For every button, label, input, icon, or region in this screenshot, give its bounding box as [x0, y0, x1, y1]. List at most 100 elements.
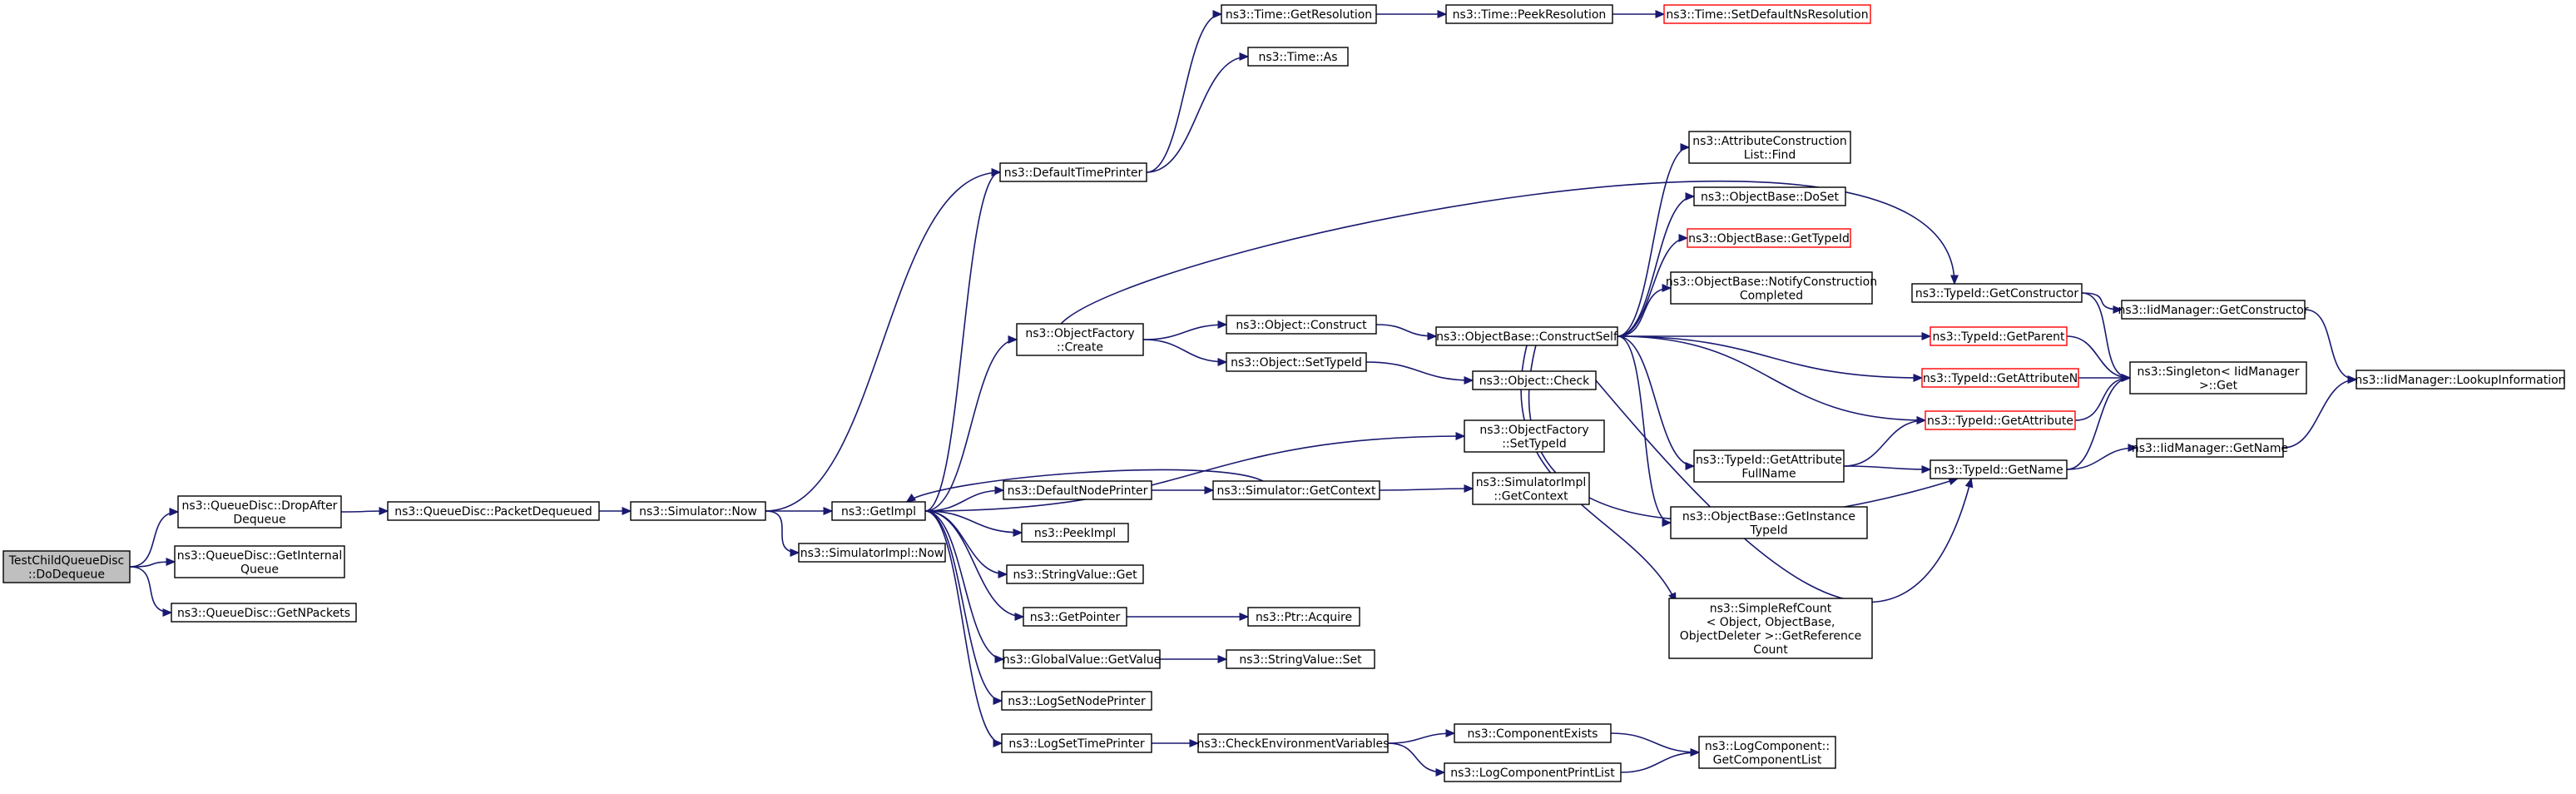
node-logsettimeprinter[interactable]: ns3::LogSetTimePrinter — [1001, 733, 1152, 753]
node-singletonget[interactable]: ns3::Singleton< IidManager>::Get — [2129, 361, 2307, 395]
node-ptracquire[interactable]: ns3::Ptr::Acquire — [1247, 607, 1360, 627]
node-logsetnodeprinter[interactable]: ns3::LogSetNodePrinter — [1001, 691, 1152, 711]
node-getpointer[interactable]: ns3::GetPointer — [1023, 607, 1127, 627]
node-getimpl[interactable]: ns3::GetImpl — [831, 501, 926, 521]
node-defaultnodeprinter[interactable]: ns3::DefaultNodePrinter — [1003, 480, 1152, 500]
arrowhead-simgetcontext-to-simimplgetcontext — [1464, 484, 1474, 493]
node-label: ns3::Time::As — [1258, 51, 1337, 64]
call-edge-simnow-to-defaulttimeprinter — [765, 171, 1001, 512]
node-stringvalueset[interactable]: ns3::StringValue::Set — [1226, 649, 1375, 669]
node-timeas[interactable]: ns3::Time::As — [1247, 47, 1349, 67]
node-globalvaluegetvalue[interactable]: ns3::GlobalValue::GetValue — [1003, 649, 1161, 669]
node-simgetcontext[interactable]: ns3::Simulator::GetContext — [1212, 480, 1380, 500]
call-edge-getimpl-to-defaultnodeprinter — [924, 489, 1004, 512]
node-simplerefcount[interactable]: ns3::SimpleRefCount< Object, ObjectBase,… — [1668, 598, 1873, 659]
node-objcheck[interactable]: ns3::Object::Check — [1472, 370, 1597, 390]
node-box — [1023, 607, 1127, 627]
node-label: ns3::GetImpl — [841, 505, 916, 519]
node-box — [1435, 326, 1618, 346]
node-iidgetname[interactable]: ns3::IidManager::GetName — [2132, 438, 2288, 458]
node-stringvalueget[interactable]: ns3::StringValue::Get — [1006, 564, 1144, 584]
node-box — [2136, 438, 2284, 458]
node-simimplgetcontext[interactable]: ns3::SimulatorImpl::GetContext — [1472, 472, 1590, 505]
call-edge-constructself-to-tidgetattributen — [1617, 335, 1923, 379]
node-objsettypeid[interactable]: ns3::Object::SetTypeId — [1226, 352, 1367, 372]
node-box — [1247, 607, 1360, 627]
node-box — [1021, 523, 1129, 543]
node-componentexists[interactable]: ns3::ComponentExists — [1454, 723, 1612, 743]
node-box — [999, 162, 1147, 182]
arrowhead-tidgetname-to-iidgetname — [2128, 444, 2138, 452]
node-peekimpl[interactable]: ns3::PeekImpl — [1021, 523, 1129, 543]
node-checkenv[interactable]: ns3::CheckEnvironmentVariables — [1197, 733, 1390, 753]
node-tidgetparent[interactable]: ns3::TypeId::GetParent — [1930, 326, 2068, 346]
node-box — [1693, 449, 1845, 483]
node-box — [1663, 4, 1871, 24]
node-box — [798, 543, 946, 563]
node-simnow[interactable]: ns3::Simulator::Now — [630, 501, 766, 521]
node-box — [831, 501, 926, 521]
arrowhead-constructself-to-tidgetattrfullname — [1685, 462, 1696, 470]
node-tidgetattributen[interactable]: ns3::TypeId::GetAttributeN — [1921, 368, 2079, 388]
node-box — [387, 501, 600, 521]
call-edge-constructself-to-tidgetattribute — [1617, 335, 1926, 421]
node-tidgetattribute[interactable]: ns3::TypeId::GetAttribute — [1925, 410, 2076, 430]
node-objconstruct[interactable]: ns3::Object::Construct — [1226, 315, 1377, 335]
node-label: ns3::Time::GetResolution — [1226, 8, 1372, 22]
call-edge-getimpl-to-logsettimeprinter — [924, 510, 1003, 744]
node-constructself[interactable]: ns3::ObjectBase::ConstructSelf — [1435, 326, 1618, 346]
node-notifyconstruction[interactable]: ns3::ObjectBase::NotifyConstructionCompl… — [1666, 271, 1877, 305]
node-setdefaultns[interactable]: ns3::Time::SetDefaultNsResolution — [1663, 4, 1871, 24]
node-box — [1930, 459, 2068, 479]
node-label: ObjectDeleter >::GetReference — [1680, 629, 1861, 643]
node-ofsettypeid[interactable]: ns3::ObjectFactory::SetTypeId — [1464, 419, 1605, 453]
node-box — [1925, 410, 2076, 430]
node-tidgetconstructor[interactable]: ns3::TypeId::GetConstructor — [1911, 283, 2083, 303]
node-getnpackets[interactable]: ns3::QueueDisc::GetNPackets — [171, 603, 357, 623]
arrowhead-root-to-getnpackets — [162, 608, 173, 617]
call-edge-getimpl-to-logsetnodeprinter — [924, 510, 1003, 702]
node-label: ns3::DefaultNodePrinter — [1008, 484, 1148, 498]
call-edge-tidgetattrfullname-to-tidgetattribute — [1843, 419, 1926, 467]
call-edge-objfactorycreate-to-tidgetconstructor — [1060, 180, 1955, 325]
node-box — [1454, 723, 1612, 743]
arrowhead-defaultnodeprinter-to-simgetcontext — [1204, 486, 1215, 494]
node-obgettypeid[interactable]: ns3::ObjectBase::GetTypeId — [1687, 228, 1851, 248]
node-label: ns3::TypeId::GetAttribute — [1927, 414, 2073, 428]
node-label: ns3::Time::PeekResolution — [1453, 8, 1607, 22]
node-root[interactable]: TestChildQueueDisc::DoDequeue — [2, 550, 131, 583]
node-iidlookup[interactable]: ns3::IidManager::LookupInformation — [2355, 370, 2566, 390]
call-edge-constructself-to-getinstancetypeid — [1617, 335, 1672, 524]
node-box — [1670, 506, 1868, 539]
node-label: List::Find — [1744, 148, 1796, 161]
node-doset[interactable]: ns3::ObjectBase::DoSet — [1693, 186, 1846, 206]
node-tidgetname[interactable]: ns3::TypeId::GetName — [1930, 459, 2068, 479]
call-edge-simgetcontext-to-getimpl — [906, 469, 1264, 503]
call-edge-constructself-to-attrlistfind — [1617, 146, 1690, 337]
node-peekresolution[interactable]: ns3::Time::PeekResolution — [1445, 4, 1613, 24]
node-label: ns3::LogComponent:: — [1705, 740, 1830, 753]
node-gettimeresolution[interactable]: ns3::Time::GetResolution — [1221, 4, 1377, 24]
node-box — [1226, 315, 1377, 335]
node-box — [1687, 228, 1851, 248]
arrowhead-dropafterdequeue-to-packetdequeued — [379, 507, 389, 515]
node-box — [1472, 472, 1590, 505]
node-box — [1445, 4, 1613, 24]
node-defaulttimeprinter[interactable]: ns3::DefaultTimePrinter — [999, 162, 1147, 182]
node-simimplnow[interactable]: ns3::SimulatorImpl::Now — [798, 543, 946, 563]
arrowhead-constructself-to-doset — [1685, 192, 1696, 201]
node-getcomponentlist[interactable]: ns3::LogComponent::GetComponentList — [1698, 736, 1836, 769]
node-objfactorycreate[interactable]: ns3::ObjectFactory::Create — [1016, 323, 1144, 356]
call-edge-getimpl-to-globalvaluegetvalue — [924, 510, 1004, 660]
arrowhead-globalvaluegetvalue-to-stringvalueset — [1217, 655, 1228, 663]
node-packetdequeued[interactable]: ns3::QueueDisc::PacketDequeued — [387, 501, 600, 521]
node-logcomponentprintlist[interactable]: ns3::LogComponentPrintList — [1444, 762, 1622, 782]
node-label: ::DoDequeue — [28, 568, 105, 581]
node-label: TypeId — [1749, 524, 1787, 537]
node-iidgetconstructor[interactable]: ns3::IidManager::GetConstructor — [2118, 300, 2309, 320]
